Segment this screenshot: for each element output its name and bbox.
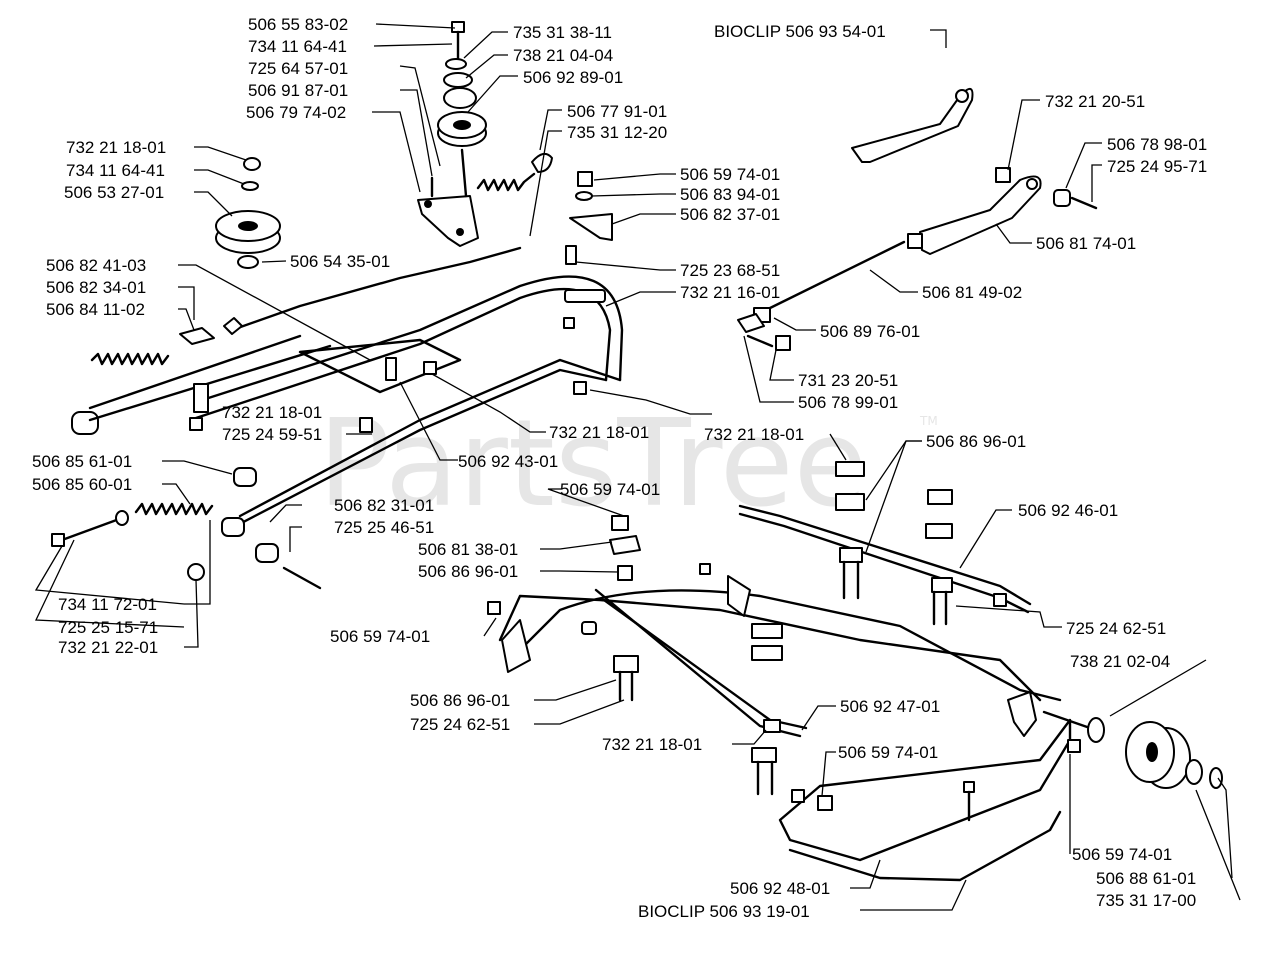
part-label: 734 11 64-41 xyxy=(248,37,347,56)
part-label: 732 21 16-01 xyxy=(680,283,780,302)
part-label: 506 88 61-01 xyxy=(1096,869,1196,888)
watermark-trademark: TM xyxy=(919,414,938,428)
part-label: 506 82 37-01 xyxy=(680,205,780,224)
part-label: 725 25 15-71 xyxy=(58,618,158,637)
part-label: 506 89 76-01 xyxy=(820,322,920,341)
part-label: 506 78 99-01 xyxy=(798,393,898,412)
part-label: 734 11 72-01 xyxy=(58,595,157,614)
cable xyxy=(230,246,522,332)
part-label: 506 92 47-01 xyxy=(840,697,940,716)
part-label: 506 59 74-01 xyxy=(330,627,430,646)
part-label: 725 24 95-71 xyxy=(1107,157,1207,176)
part-labels: 506 55 83-02 734 11 64-41 725 64 57-01 5… xyxy=(32,15,1207,921)
lower-spring xyxy=(134,502,214,516)
deck-hangers xyxy=(487,504,1092,882)
part-label: 506 92 43-01 xyxy=(458,452,558,471)
part-label: 506 59 74-01 xyxy=(680,165,780,184)
right-arm xyxy=(919,175,1042,255)
part-label: 725 24 62-51 xyxy=(1066,619,1166,638)
part-label: 506 81 74-01 xyxy=(1036,234,1136,253)
part-label: 735 31 38-11 xyxy=(513,23,612,42)
part-label: BIOCLIP 506 93 19-01 xyxy=(638,902,810,921)
part-label: 738 21 02-04 xyxy=(1070,652,1170,671)
part-label: 725 64 57-01 xyxy=(248,59,348,78)
part-label: 506 59 74-01 xyxy=(1072,845,1172,864)
part-label: 506 82 31-01 xyxy=(334,496,434,515)
part-label: 725 24 62-51 xyxy=(410,715,510,734)
part-label: BIOCLIP 506 93 54-01 xyxy=(714,22,886,41)
part-label: 506 55 83-02 xyxy=(248,15,348,34)
part-label: 732 21 18-01 xyxy=(602,735,702,754)
part-label: 506 86 96-01 xyxy=(926,432,1026,451)
part-label: 732 21 20-51 xyxy=(1045,92,1145,111)
part-label: 506 82 41-03 xyxy=(46,256,146,275)
part-label: 725 24 59-51 xyxy=(222,425,322,444)
gauge-wheel xyxy=(1087,717,1223,789)
bioclip-lever xyxy=(851,88,974,163)
part-label: 725 23 68-51 xyxy=(680,261,780,280)
left-spring xyxy=(90,352,170,366)
part-label: 732 21 18-01 xyxy=(222,403,322,422)
lift-frame xyxy=(71,275,624,537)
part-label: 732 21 18-01 xyxy=(704,425,804,444)
part-label: 732 21 22-01 xyxy=(58,638,158,657)
part-label: 506 92 46-01 xyxy=(1018,501,1118,520)
part-label: 734 11 64-41 xyxy=(66,161,165,180)
part-label: 506 81 38-01 xyxy=(418,540,518,559)
part-label: 506 82 34-01 xyxy=(46,278,146,297)
part-label: 506 85 60-01 xyxy=(32,475,132,494)
part-label: 506 83 94-01 xyxy=(680,185,780,204)
part-label: 506 92 89-01 xyxy=(523,68,623,87)
part-label: 735 31 17-00 xyxy=(1096,891,1196,910)
part-label: 725 25 46-51 xyxy=(334,518,434,537)
part-label: 506 92 48-01 xyxy=(730,879,830,898)
part-label: 732 21 18-01 xyxy=(549,423,649,442)
part-label: 506 91 87-01 xyxy=(248,81,348,100)
watermark-text: PartsTree xyxy=(318,395,867,534)
upper-spring xyxy=(476,172,536,192)
part-label: 735 31 12-20 xyxy=(567,123,667,142)
part-label: 506 77 91-01 xyxy=(567,102,667,121)
part-label: 506 86 96-01 xyxy=(418,562,518,581)
part-label: 506 85 61-01 xyxy=(32,452,132,471)
part-label: 506 79 74-02 xyxy=(246,103,346,122)
adjust-rod xyxy=(764,240,906,312)
parts-drawing xyxy=(51,21,1223,882)
part-label: 506 53 27-01 xyxy=(64,183,164,202)
part-label: 506 59 74-01 xyxy=(560,480,660,499)
part-label: 731 23 20-51 xyxy=(798,371,898,390)
part-label: 506 78 98-01 xyxy=(1107,135,1207,154)
part-label: 506 86 96-01 xyxy=(410,691,510,710)
part-label: 506 54 35-01 xyxy=(290,252,390,271)
bracket-stacks xyxy=(609,461,953,811)
part-label: 732 21 18-01 xyxy=(66,138,166,157)
part-label: 738 21 04-04 xyxy=(513,46,613,65)
part-label: 506 81 49-02 xyxy=(922,283,1022,302)
part-label: 506 84 11-02 xyxy=(46,300,145,319)
idler-pulley-stack xyxy=(437,21,487,147)
part-label: 506 59 74-01 xyxy=(838,743,938,762)
drive-pulley xyxy=(215,157,281,269)
leader-lines xyxy=(34,23,1241,911)
